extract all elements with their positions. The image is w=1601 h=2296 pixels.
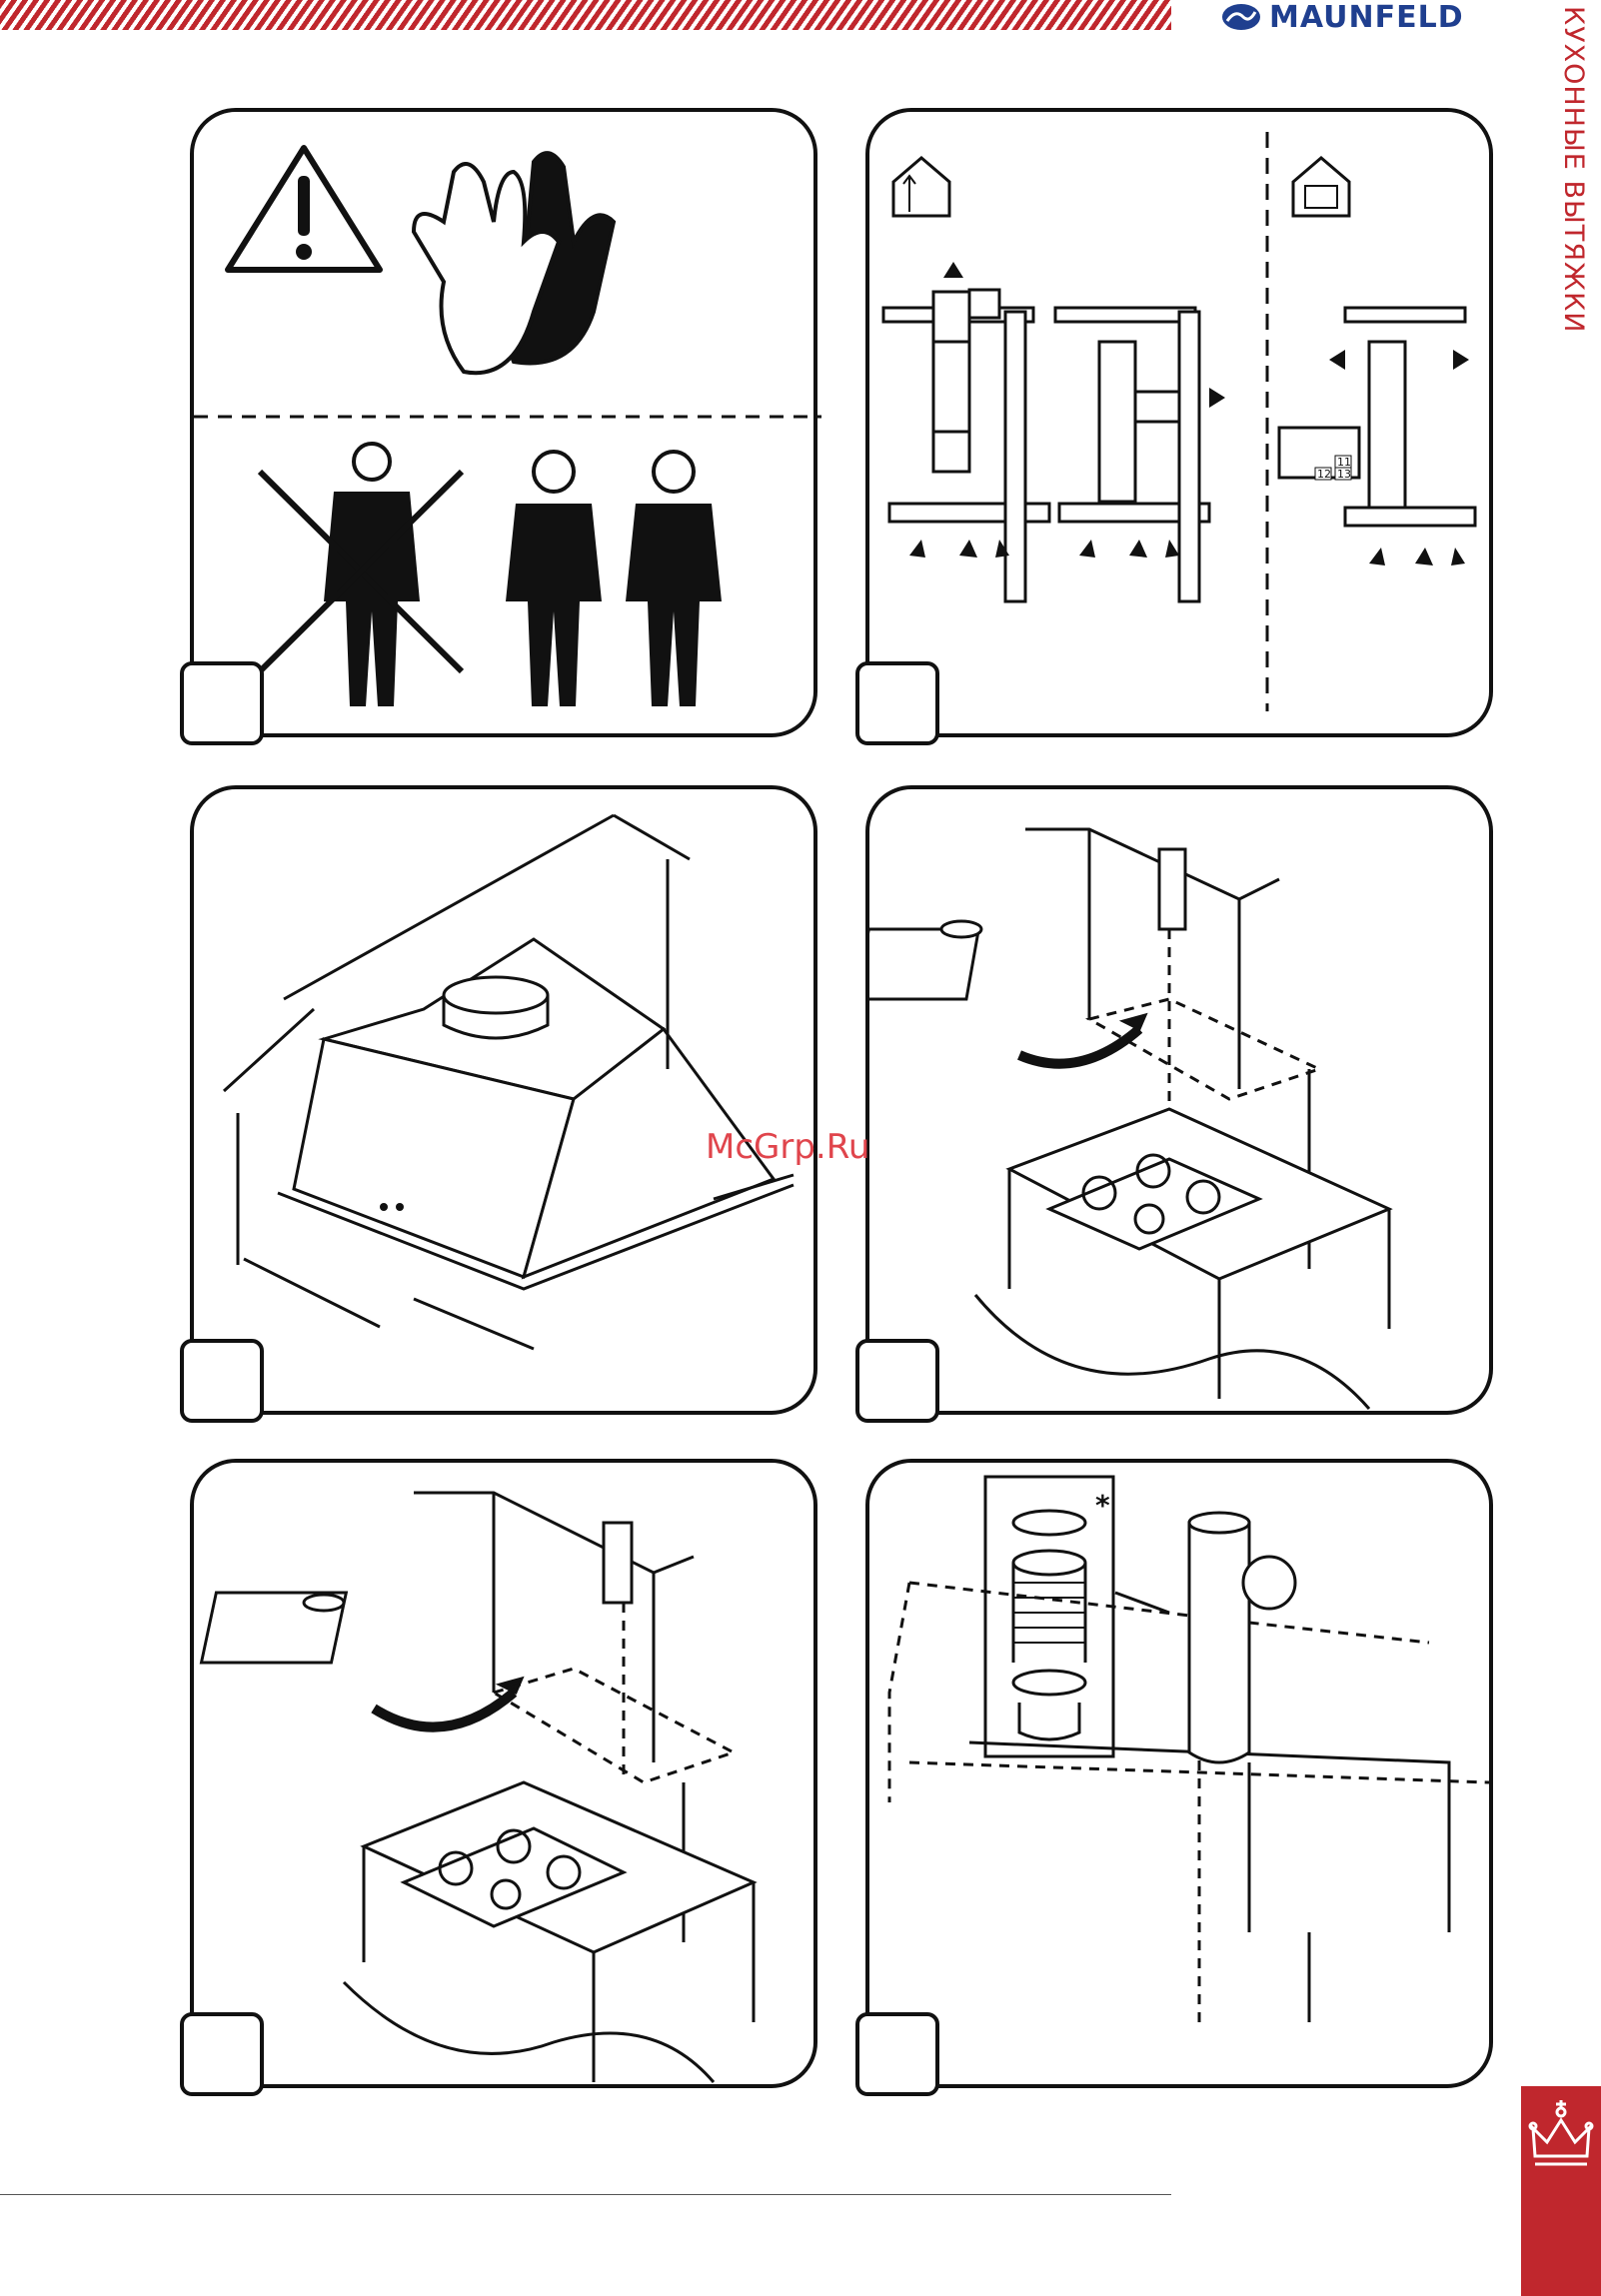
step-box-6	[855, 2012, 939, 2096]
panel-install-variant	[190, 1459, 817, 2088]
label-12: 12	[1317, 468, 1331, 481]
panel-duct-connection: *	[865, 1459, 1493, 2088]
brand-logo: MAUNFELD	[1221, 0, 1464, 34]
house-exhaust-icon	[893, 158, 949, 216]
crown-icon	[1521, 2086, 1601, 2206]
label-13: 13	[1337, 468, 1351, 481]
exclamation-icon	[298, 176, 310, 236]
step-box-5	[180, 2012, 264, 2096]
install-cabinet-illustration	[869, 789, 1497, 1419]
step-box-2	[855, 661, 939, 745]
footer-line	[0, 2194, 1171, 2195]
brand-name: MAUNFELD	[1269, 0, 1464, 35]
panel-ducting: 11 12 13	[865, 108, 1493, 737]
two-persons-icon	[506, 452, 722, 706]
ducting-illustration: 11 12 13	[869, 112, 1497, 741]
step-box-3	[180, 1339, 264, 1423]
hood-dimensions-illustration	[194, 789, 821, 1419]
asterisk-note: *	[1095, 1489, 1110, 1522]
header-stripe	[0, 0, 1171, 30]
section-title: КУХОННЫЕ ВЫТЯЖКИ	[1559, 6, 1589, 316]
single-person-crossed-icon	[260, 444, 462, 706]
watermark: McGrp.Ru	[706, 1127, 869, 1167]
step-box-4	[855, 1339, 939, 1423]
maunfeld-logo-icon	[1221, 3, 1261, 31]
panel-install-cabinet	[865, 785, 1493, 1415]
gloves-icon	[414, 153, 614, 373]
safety-illustration	[194, 112, 821, 741]
crown-tab	[1521, 2086, 1601, 2296]
detail-inset	[985, 1477, 1113, 1756]
duct-connection-illustration: *	[869, 1463, 1497, 2092]
install-variant-illustration	[194, 1463, 821, 2092]
panel-safety	[190, 108, 817, 737]
panel-dimensions	[190, 785, 817, 1415]
step-box-1	[180, 661, 264, 745]
